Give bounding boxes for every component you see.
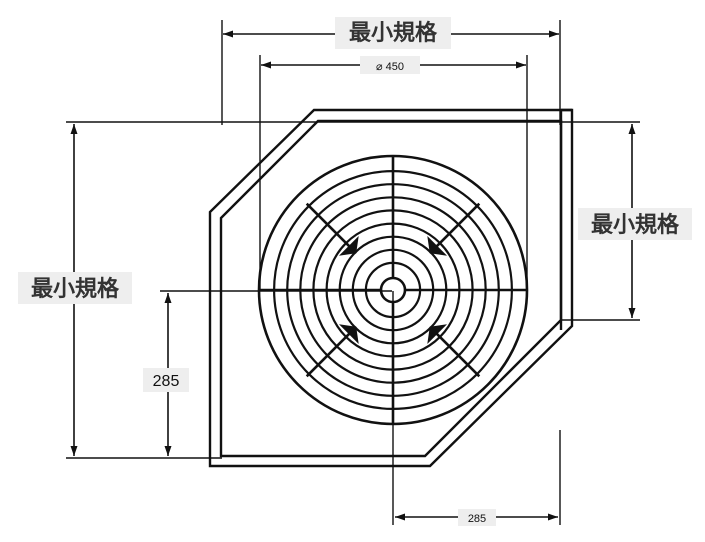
basket-spoke — [305, 325, 358, 378]
extension-lines — [66, 20, 640, 525]
basket-spoke — [305, 202, 358, 255]
right-depth-label: 最小規格 — [591, 212, 680, 238]
basket-spoke-tip — [427, 324, 447, 344]
top-width-label: 最小規格 — [349, 20, 438, 46]
diameter-label: ⌀ 450 — [376, 61, 404, 73]
left-offset-label: 285 — [153, 373, 180, 390]
cabinet-shell — [208, 108, 574, 468]
basket-spoke-tip — [427, 236, 447, 256]
shell-right-post — [559, 108, 572, 330]
shell-outer-wall — [208, 108, 574, 468]
basket-spoke-tip — [339, 236, 359, 256]
left-depth-label: 最小規格 — [31, 276, 120, 302]
basket-spoke-tip — [339, 324, 359, 344]
bottom-offset-label: 285 — [468, 513, 486, 525]
basket-spoke — [428, 325, 481, 378]
dimension-lines — [70, 30, 636, 521]
basket-spoke — [428, 202, 481, 255]
dimension-labels: 最小規格 ⌀ 450 最小規格 最小規格 285 285 — [18, 17, 692, 526]
